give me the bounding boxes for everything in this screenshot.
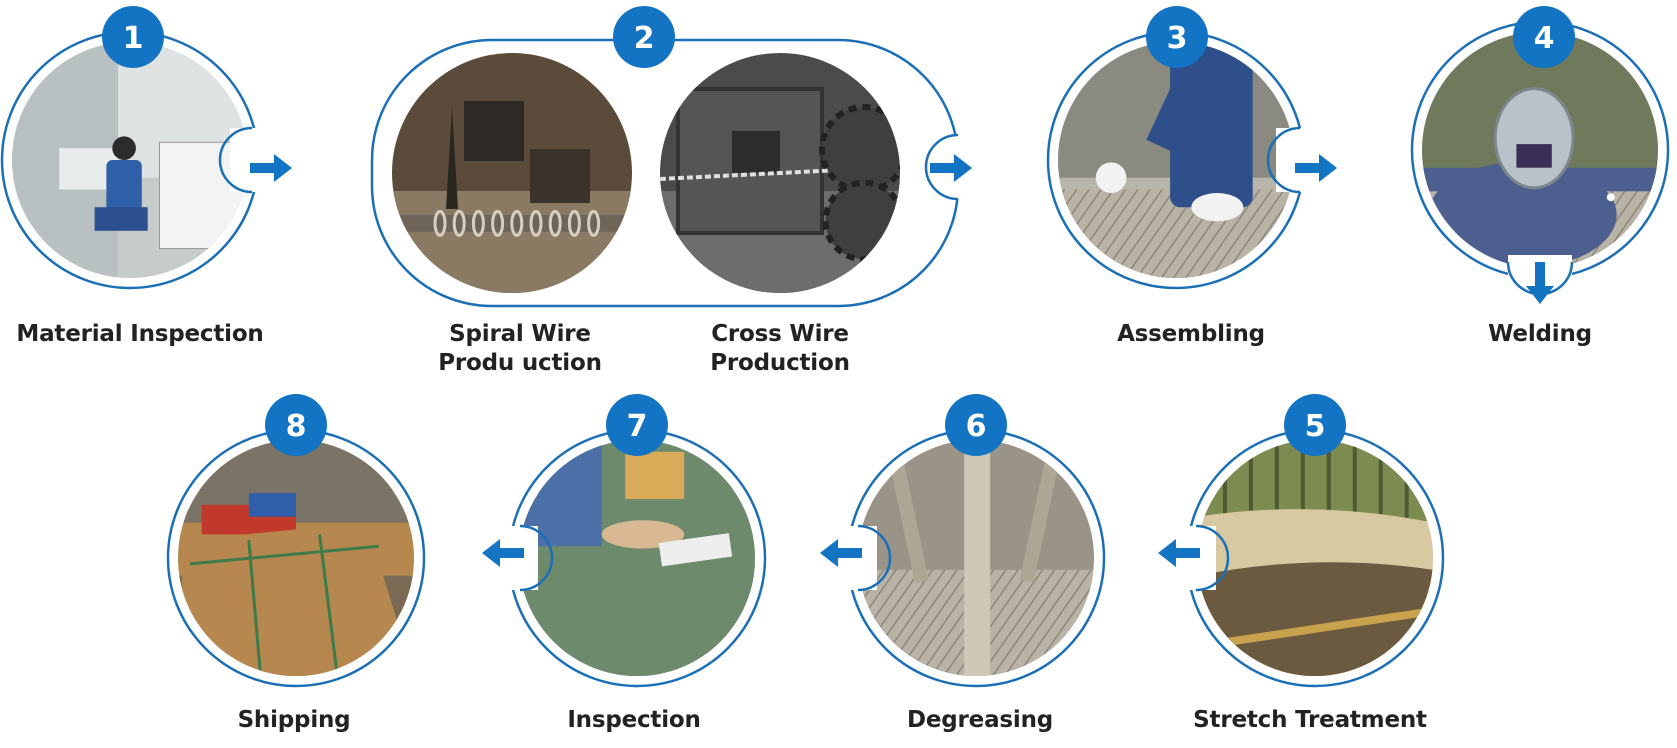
label-degreasing: Degreasing (906, 707, 1054, 733)
step-1-arrow-right-icon (250, 154, 292, 182)
label-assembling: Assembling (1117, 321, 1265, 347)
step-3-badge-number: 3 (1167, 21, 1188, 56)
step-6-badge-number: 6 (966, 409, 987, 444)
step-2-notch (924, 133, 959, 201)
step-5-arrow-left-icon (1158, 539, 1200, 567)
step-4-badge-circle (1513, 6, 1575, 68)
label-shipping: Shipping (237, 707, 351, 733)
step-6-arrow-left-icon (820, 539, 862, 567)
step-1-photo (12, 42, 248, 278)
step-1-badge-number: 1 (123, 21, 144, 56)
label-stretch-treatment: Stretch Treatment (1193, 707, 1427, 733)
step-7-badge-circle (606, 394, 668, 456)
label-inspection: Inspection (567, 707, 701, 733)
step-8-badge-number: 8 (286, 409, 307, 444)
step-5-badge-circle (1284, 394, 1346, 456)
step-5-badge-number: 5 (1305, 409, 1326, 444)
label-welding: Welding (1488, 321, 1592, 347)
label-material-inspection: Material Inspection (16, 321, 264, 347)
label-spiral-wire-production: Spiral Wire Produ uction (400, 320, 640, 378)
label-cross-wire-line1: Cross Wire (711, 321, 849, 347)
step-2-badge-circle (613, 6, 675, 68)
step-2-arrow-right-icon (930, 154, 972, 182)
step-6-badge-circle (945, 394, 1007, 456)
step-2-cross-photo (660, 53, 900, 293)
step-7-notch (519, 524, 554, 592)
step-3-badge-circle (1146, 6, 1208, 68)
step-6-notch (857, 524, 892, 592)
label-spiral-wire-line1: Spiral Wire (449, 321, 591, 347)
step-5-notch (1195, 524, 1230, 592)
step-4-arrow-down-icon (1526, 262, 1554, 304)
step-2-spiral-photo (392, 53, 632, 293)
label-cross-wire-production: Cross Wire Production (660, 320, 900, 378)
step-7-arrow-left-icon (482, 539, 524, 567)
step-3-notch (1266, 126, 1301, 194)
step-3-arrow-right-icon (1295, 154, 1337, 182)
step-1-badge-circle (102, 6, 164, 68)
label-spiral-wire-line2: Produ uction (438, 350, 602, 376)
step-7-badge-number: 7 (627, 409, 648, 444)
step-4-badge-number: 4 (1534, 21, 1555, 56)
label-cross-wire-line2: Production (710, 350, 850, 376)
step-2-badge-number: 2 (634, 21, 655, 56)
step-3-notch-cover (1276, 128, 1336, 192)
step-1-notch (218, 126, 253, 194)
step-8-badge-circle (265, 394, 327, 456)
step-1-notch-cover (230, 128, 300, 192)
step-3-photo (1058, 42, 1294, 278)
